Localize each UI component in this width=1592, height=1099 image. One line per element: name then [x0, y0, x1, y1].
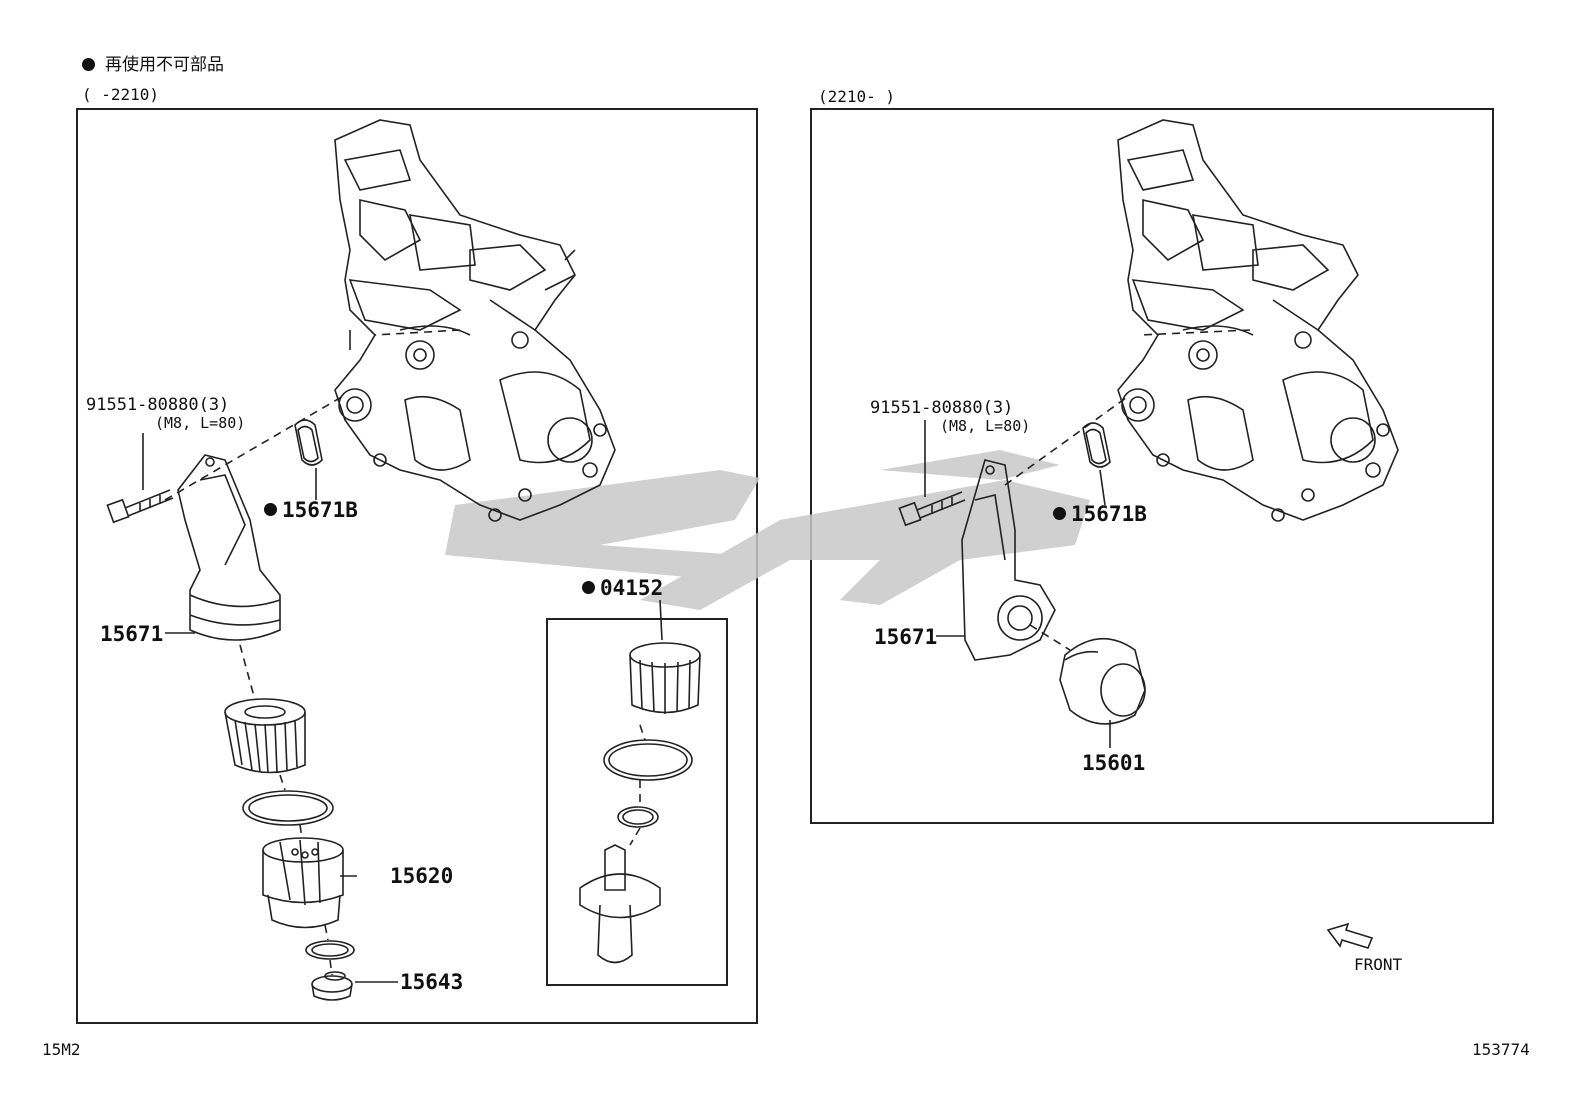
spin-on-filter-right	[1059, 637, 1146, 725]
gasket-right	[1082, 422, 1111, 468]
bolt-part-number-right: 91551-80880(3)	[870, 398, 1014, 418]
non-reusable-dot-icon	[582, 581, 595, 594]
o-ring-large-left	[242, 790, 334, 826]
illustration-code: 15M2	[42, 1040, 81, 1059]
washer-left	[305, 940, 355, 960]
front-arrow-icon	[1326, 922, 1374, 949]
gasket-label-left: 15671B	[264, 498, 358, 522]
non-reusable-note: 再使用不可部品	[82, 50, 224, 75]
filter-label-right: 15601	[1082, 751, 1146, 775]
oil-filter-housing-left	[177, 454, 281, 641]
oil-filter-housing-right	[961, 459, 1056, 661]
non-reusable-dot-icon	[1053, 507, 1066, 520]
drain-plug-left	[311, 971, 353, 1001]
bolt-right	[898, 491, 966, 527]
bolt-spec-left: (M8, L=80)	[155, 414, 246, 432]
figure-number: 153774	[1472, 1040, 1530, 1059]
engine-block-right	[1117, 119, 1399, 522]
assembly-dashes	[164, 329, 1251, 976]
non-reusable-dot-icon	[264, 503, 277, 516]
filter-element-left	[224, 698, 306, 774]
front-label: FRONT	[1354, 955, 1403, 974]
watermark-logo	[445, 450, 1090, 610]
element-label-left: 15620	[390, 864, 454, 888]
bolt-part-number-left: 91551-80880(3)	[86, 395, 230, 415]
kit-parts	[579, 642, 701, 964]
engine-block-left	[334, 119, 616, 522]
plug-label-left: 15643	[400, 970, 464, 994]
housing-label-left: 15671	[100, 622, 164, 646]
housing-label-right: 15671	[874, 625, 938, 649]
kit-label: 04152	[582, 576, 663, 600]
gasket-label-right: 15671B	[1053, 502, 1147, 526]
bolt-left	[106, 489, 174, 524]
leader-lines	[142, 420, 1111, 983]
bullet-icon	[82, 58, 95, 71]
right-panel	[810, 108, 1494, 824]
non-reusable-text: 再使用不可部品	[105, 55, 224, 74]
filter-cap-left	[262, 837, 344, 929]
right-range-label: (2210- )	[818, 87, 896, 106]
kit-subframe	[546, 618, 728, 986]
left-range-label: ( -2210)	[82, 85, 160, 104]
bolt-spec-right: (M8, L=80)	[940, 417, 1031, 435]
